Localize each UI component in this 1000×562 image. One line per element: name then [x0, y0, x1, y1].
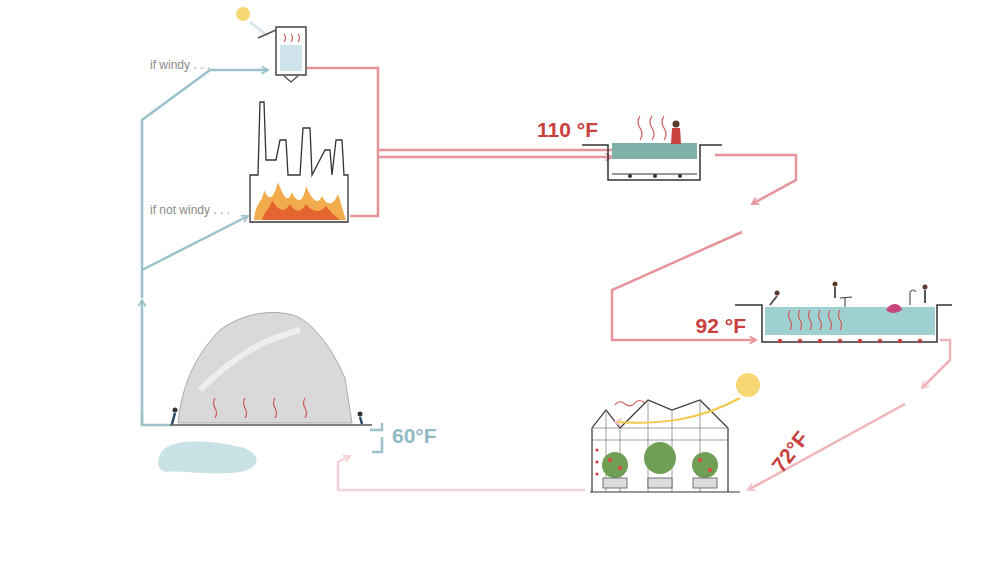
swimming-pool [735, 282, 952, 344]
condition-note: if not windy . . . [150, 203, 230, 217]
cool-flow-line [338, 456, 585, 490]
temperature-label: 60°F [392, 424, 437, 448]
hot-flow-line [307, 68, 796, 340]
solar-collector [236, 7, 306, 82]
hot-tub [582, 116, 722, 180]
power-plant [250, 102, 348, 222]
cold-flow-line [142, 70, 382, 452]
temperature-label: 72°F [767, 427, 813, 477]
temperature-label: 110 °F [537, 118, 598, 142]
salt-pile [158, 312, 372, 473]
greenhouse [590, 373, 760, 492]
condition-note: if windy . . . [150, 58, 210, 72]
temperature-label: 92 °F [696, 314, 746, 338]
warm-flow-line [748, 340, 950, 490]
